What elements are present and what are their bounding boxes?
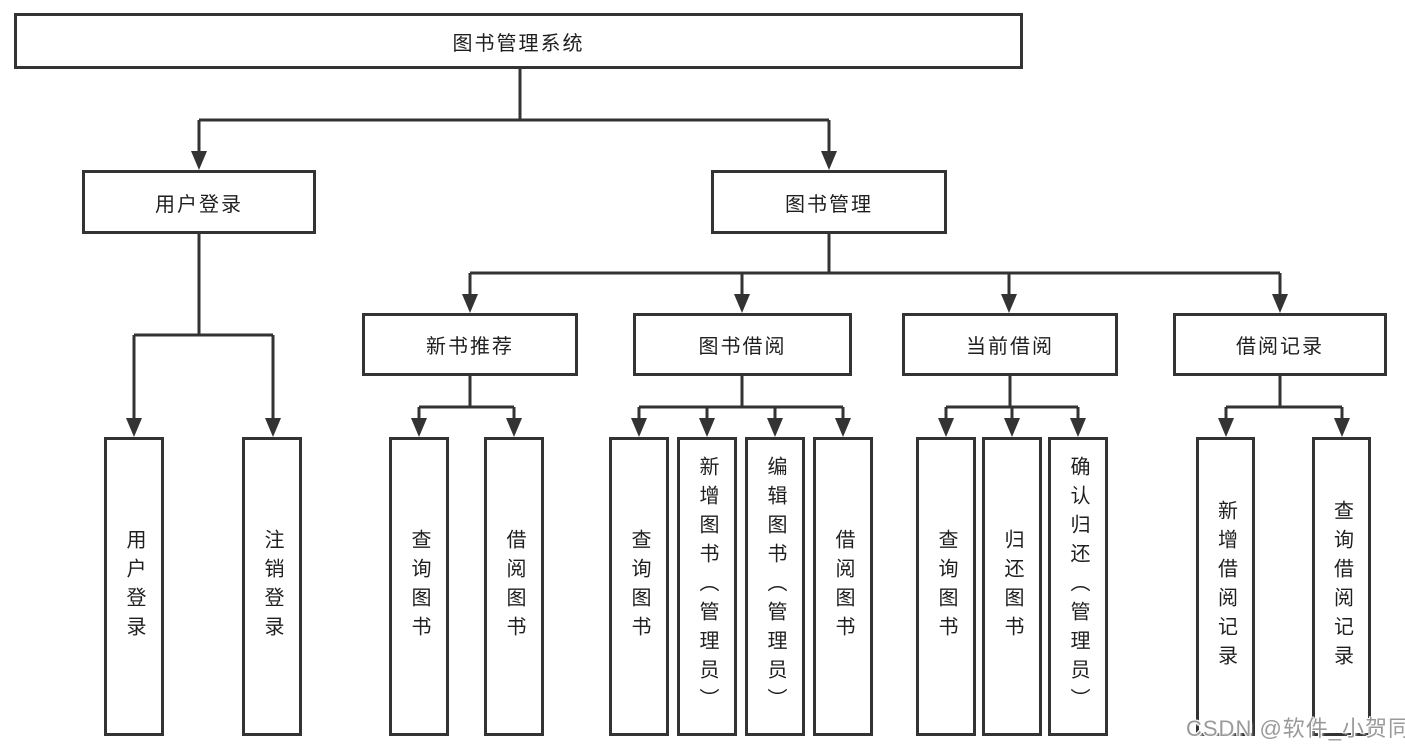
leaf-borrow-books-2: 借阅图书 <box>813 437 873 736</box>
leaf-add-borrow-record: 新增借阅记录 <box>1196 437 1255 736</box>
leaf-query-books-3: 查询图书 <box>916 437 976 736</box>
node-user-login: 用户登录 <box>82 170 316 234</box>
leaf-add-books-admin: 新增图书（管理员） <box>677 437 737 736</box>
leaf-confirm-return-admin: 确认归还（管理员） <box>1048 437 1108 736</box>
leaf-user-login: 用户登录 <box>104 437 164 736</box>
node-root: 图书管理系统 <box>14 13 1023 69</box>
leaf-edit-books-admin: 编辑图书（管理员） <box>745 437 805 736</box>
node-current-borrow: 当前借阅 <box>902 313 1118 376</box>
leaf-borrow-books-1: 借阅图书 <box>484 437 544 736</box>
node-borrow-records: 借阅记录 <box>1173 313 1387 376</box>
leaf-query-books-1: 查询图书 <box>389 437 449 736</box>
node-book-borrow: 图书借阅 <box>633 313 852 376</box>
node-new-book-recommend: 新书推荐 <box>362 313 578 376</box>
node-book-management: 图书管理 <box>711 170 947 234</box>
leaf-return-books: 归还图书 <box>982 437 1042 736</box>
leaf-query-books-2: 查询图书 <box>609 437 669 736</box>
leaf-logout: 注销登录 <box>242 437 302 736</box>
arrowhead-icons <box>126 151 1350 437</box>
csdn-watermark: CSDN @软件_小贺同学 <box>1186 716 1405 741</box>
leaf-query-borrow-record: 查询借阅记录 <box>1312 437 1371 736</box>
